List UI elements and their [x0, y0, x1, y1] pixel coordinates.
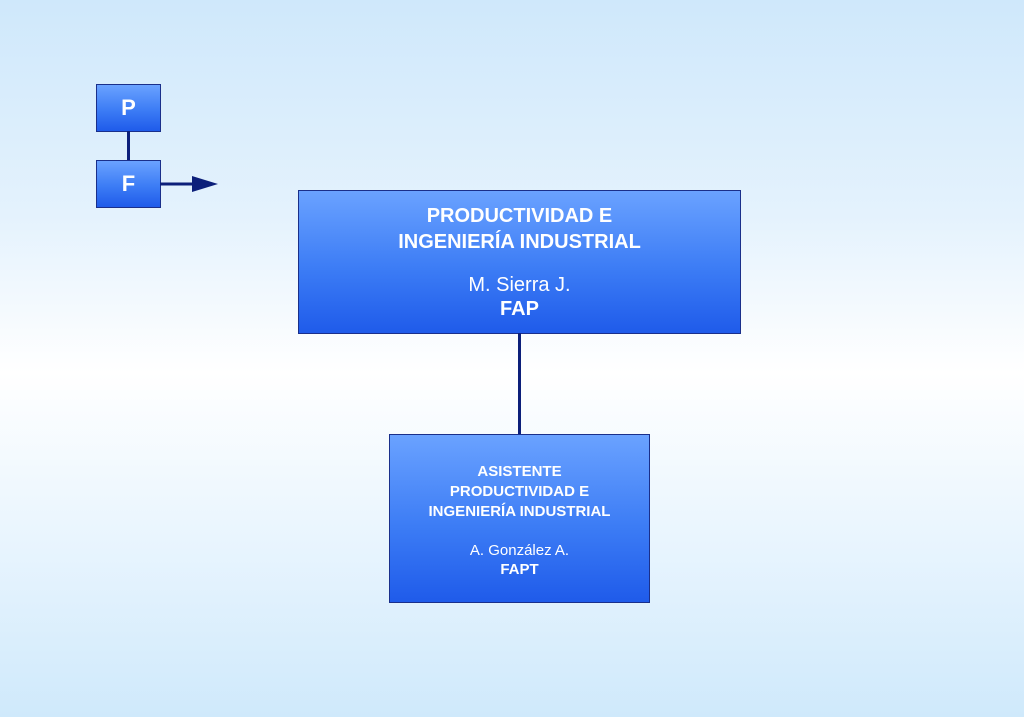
legend-p-label: P [121, 95, 136, 120]
main-unit-person: M. Sierra J. [468, 274, 571, 296]
assistant-unit-title-line1: ASISTENTE [477, 463, 562, 480]
legend-f-label: F [121, 171, 136, 196]
main-unit-code: FAP [500, 298, 539, 320]
assistant-unit-box: ASISTENTE PRODUCTIVIDAD E INGENIERÍA IND… [389, 434, 650, 603]
main-unit-box: PRODUCTIVIDAD E INGENIERÍA INDUSTRIAL M.… [298, 190, 741, 334]
assistant-unit-title: ASISTENTE PRODUCTIVIDAD E INGENIERÍA IND… [390, 462, 649, 522]
legend-connector-line [127, 131, 130, 161]
assistant-unit-person: A. González A. [469, 542, 570, 559]
main-unit-title-line2: INGENIERÍA INDUSTRIAL [398, 231, 641, 253]
right-arrow-icon [160, 176, 218, 192]
legend-p-box: P [96, 84, 161, 132]
main-to-assistant-connector [518, 333, 521, 435]
legend-f-box: F [96, 160, 161, 208]
main-unit-title: PRODUCTIVIDAD E INGENIERÍA INDUSTRIAL [299, 203, 740, 255]
main-unit-title-line1: PRODUCTIVIDAD E [426, 205, 613, 227]
assistant-unit-code: FAPT [500, 561, 539, 578]
assistant-unit-title-line2: PRODUCTIVIDAD E [449, 483, 590, 500]
assistant-unit-title-line3: INGENIERÍA INDUSTRIAL [428, 503, 611, 520]
